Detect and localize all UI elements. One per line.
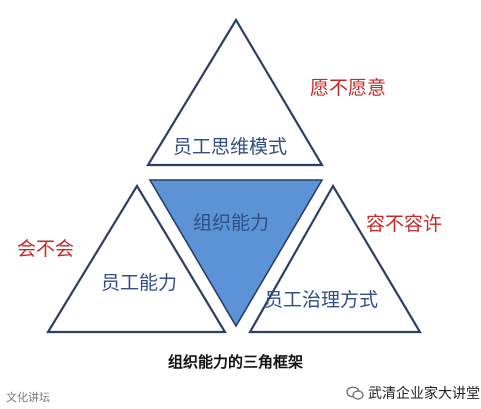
top-triangle bbox=[146, 17, 324, 167]
center-inverted-triangle bbox=[148, 179, 324, 328]
right-triangle-label: 员工治理方式 bbox=[264, 289, 379, 311]
right-triangle bbox=[248, 183, 422, 334]
left-triangle-label: 员工能力 bbox=[101, 272, 178, 294]
watermark-right: 武清企业家大讲堂 bbox=[368, 386, 480, 402]
side-label-top-right: 愿不愿意 bbox=[310, 77, 387, 99]
diagram-caption: 组织能力的三角框架 bbox=[168, 353, 304, 371]
left-triangle bbox=[46, 183, 227, 334]
wechat-icon bbox=[346, 386, 364, 400]
center-triangle-label: 组织能力 bbox=[193, 212, 270, 234]
top-triangle-label: 员工思维模式 bbox=[173, 136, 288, 158]
watermark-left: 文化讲坛 bbox=[6, 391, 50, 404]
side-label-left: 会不会 bbox=[17, 238, 75, 260]
side-label-right: 容不容许 bbox=[366, 213, 443, 235]
